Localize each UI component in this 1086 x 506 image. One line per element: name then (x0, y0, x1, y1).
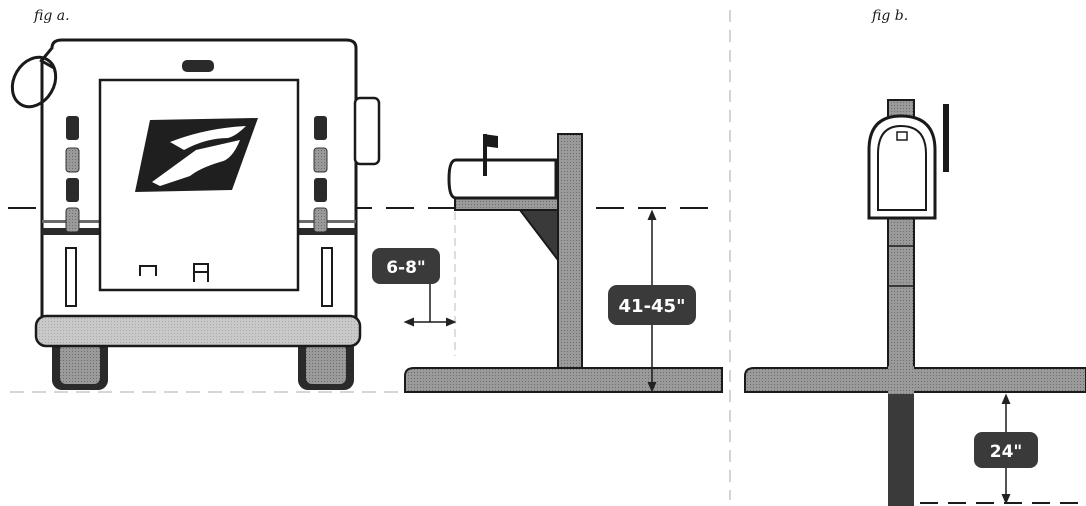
height-badge: 41-45" (608, 285, 696, 325)
mail-truck-icon (10, 38, 381, 390)
offset-dimension (403, 282, 457, 327)
offset-label: 6-8" (386, 258, 426, 278)
road-surface-b (744, 367, 1086, 393)
usps-eagle-logo (135, 118, 258, 192)
mailbox-flag-icon (483, 134, 487, 176)
road-surface-a (404, 367, 723, 393)
fig-a-label: fig a. (34, 8, 70, 24)
front-mailbox-icon (867, 99, 949, 506)
offset-badge: 6-8" (372, 248, 440, 284)
fig-b-label: fig b. (872, 8, 909, 24)
height-label: 41-45" (619, 296, 686, 317)
side-mailbox-icon (447, 133, 583, 371)
depth-label: 24" (990, 442, 1023, 462)
depth-badge: 24" (974, 432, 1038, 468)
